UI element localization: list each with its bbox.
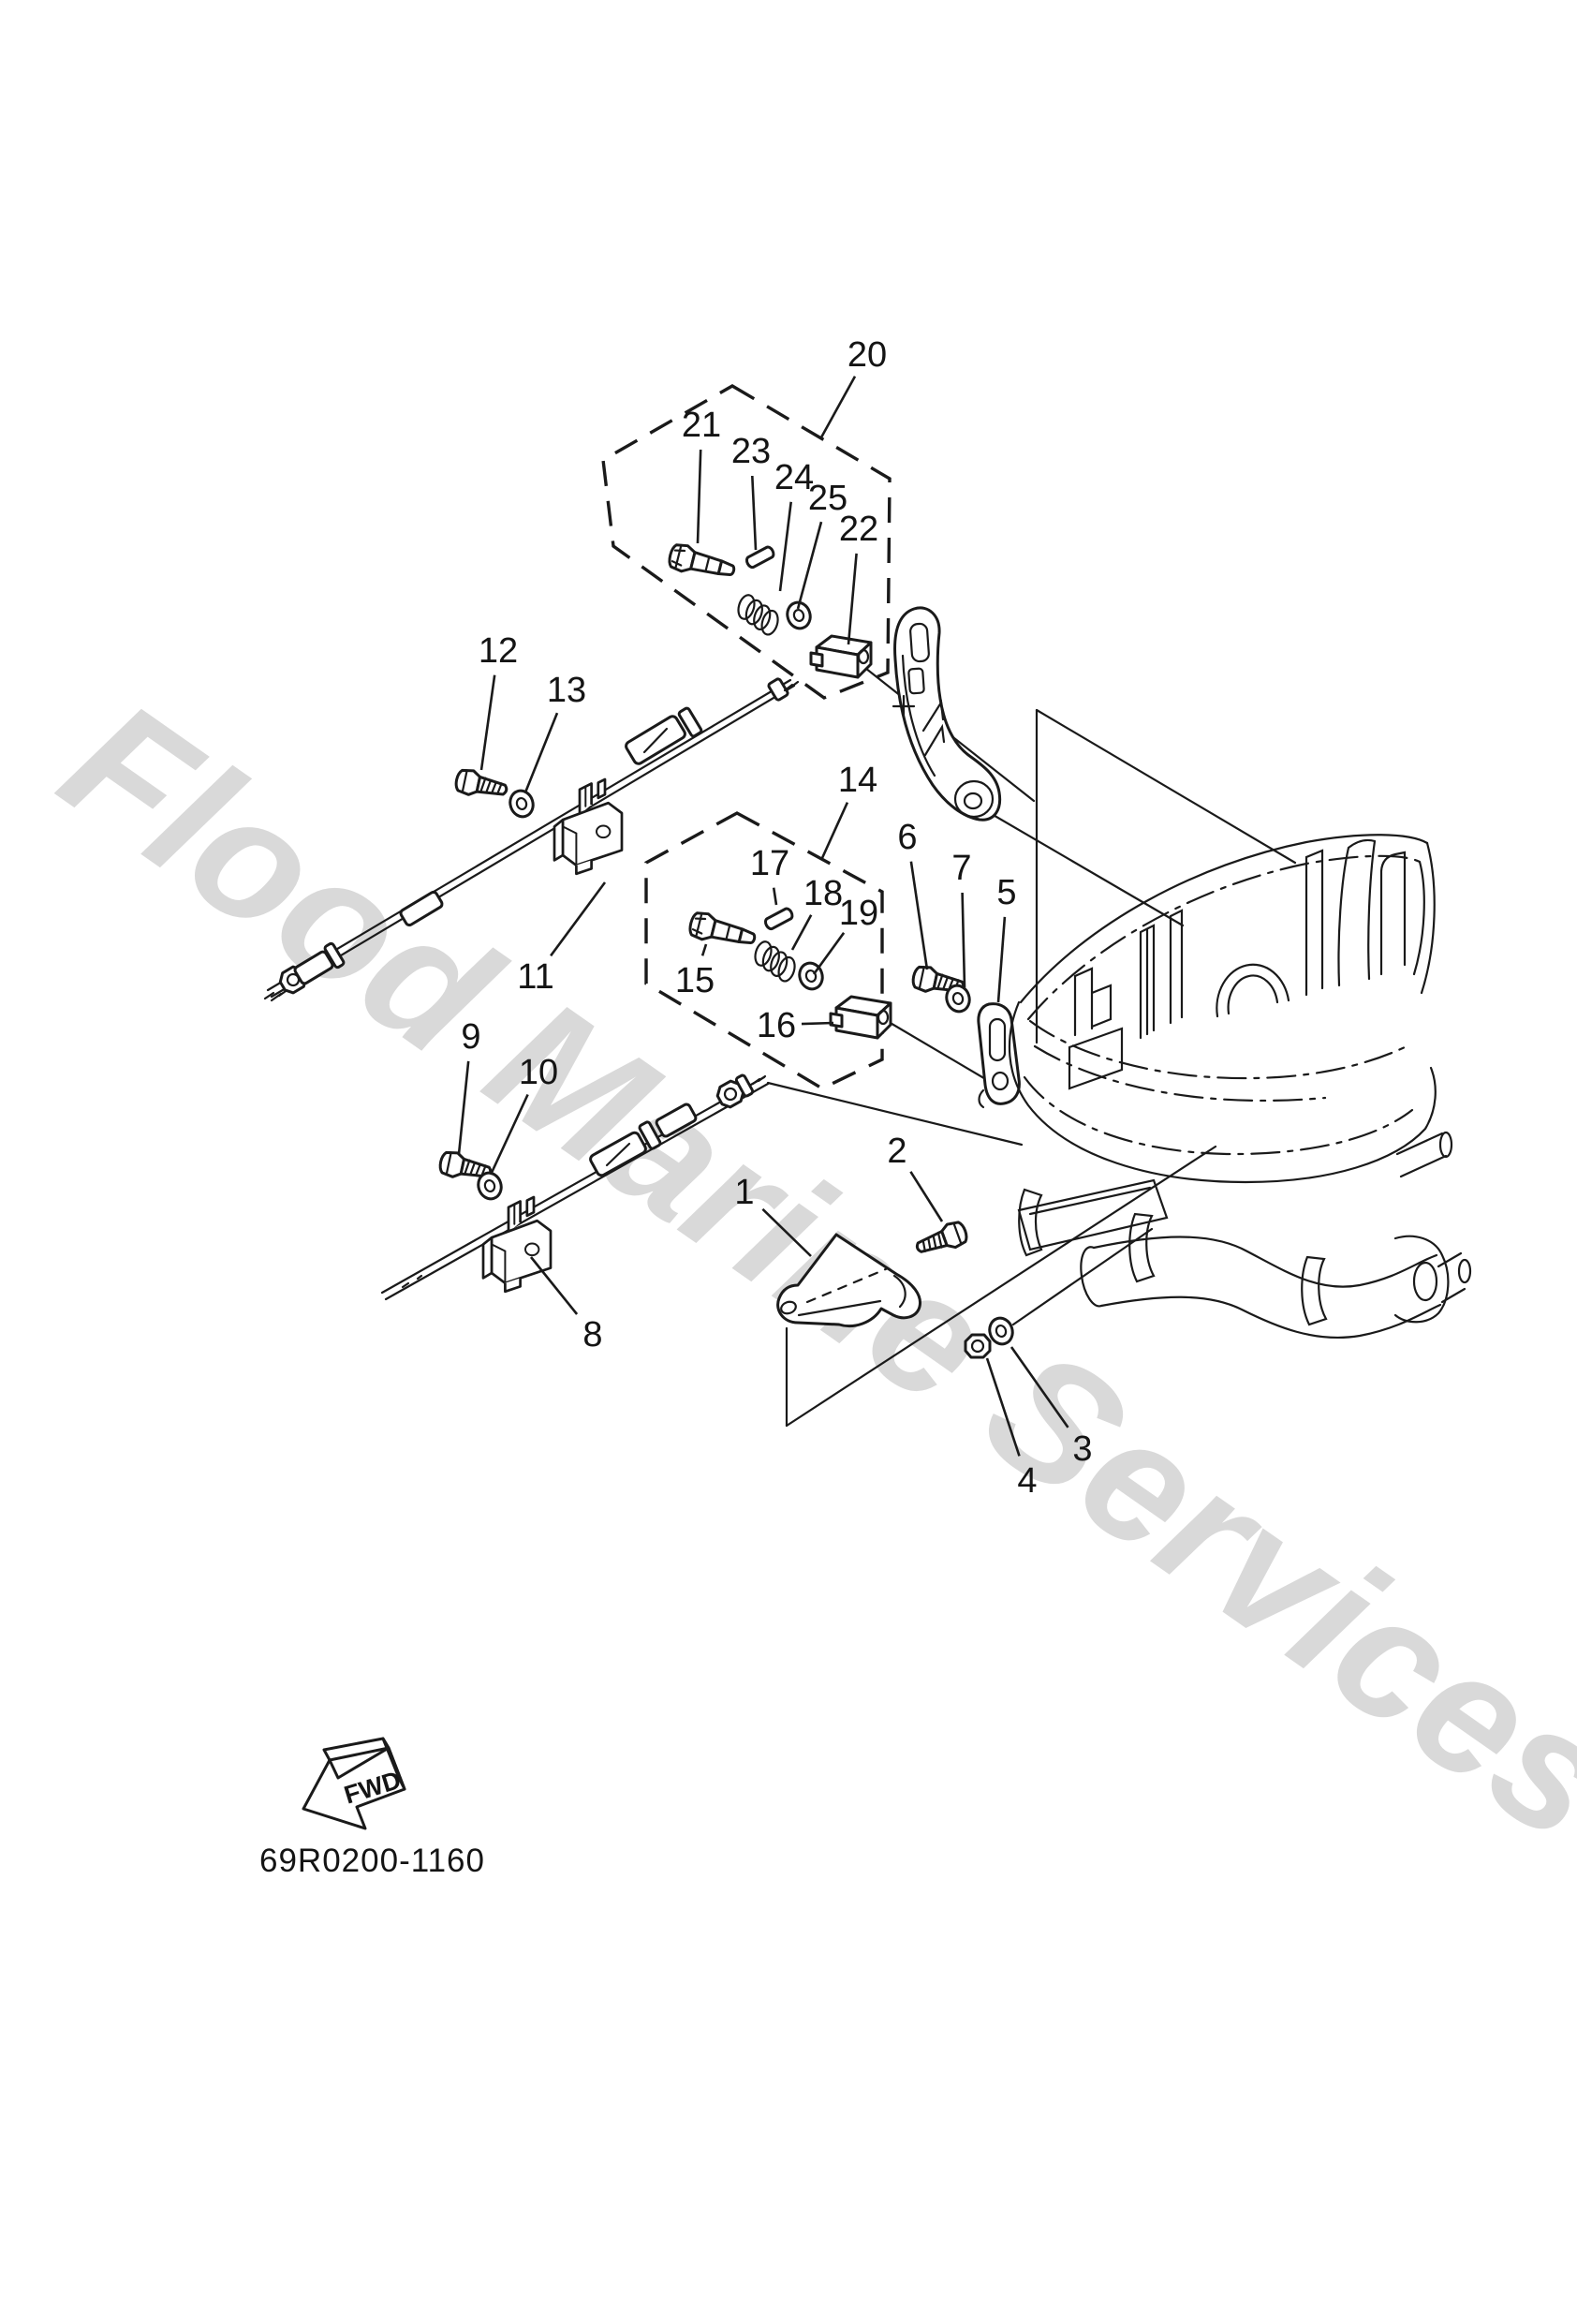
leader-line-11 bbox=[550, 881, 607, 957]
cable-end-22 bbox=[809, 634, 873, 679]
watermark-text: Flood Marine Services bbox=[30, 664, 1577, 1877]
bolt-15 bbox=[685, 909, 759, 954]
leader-line-4 bbox=[985, 1357, 1021, 1457]
fwd-arrow-icon: FWD bbox=[302, 1737, 406, 1830]
leader-line-23 bbox=[751, 475, 758, 551]
pin-17 bbox=[762, 905, 796, 932]
leader-line-24 bbox=[778, 501, 792, 592]
anchor-bracket-1 bbox=[776, 1233, 922, 1328]
leader-line-7 bbox=[961, 892, 966, 988]
leader-line-18 bbox=[790, 914, 813, 951]
callout-label-5[interactable]: 5 bbox=[996, 873, 1016, 912]
cable-end-16 bbox=[829, 995, 892, 1040]
leader-line-25 bbox=[796, 521, 823, 610]
leader-line-21 bbox=[696, 449, 702, 544]
leader-line-20 bbox=[819, 376, 857, 438]
throttle-arm bbox=[892, 606, 1002, 822]
leader-line-9 bbox=[457, 1060, 470, 1155]
leader-line-15 bbox=[700, 943, 708, 956]
callout-label-2[interactable]: 2 bbox=[887, 1132, 906, 1171]
leader-line-6 bbox=[909, 861, 929, 970]
exhaust-muffler bbox=[1017, 1131, 1472, 1340]
callout-label-25[interactable]: 25 bbox=[808, 479, 847, 518]
leader-line-22 bbox=[847, 553, 858, 645]
leader-line-16 bbox=[801, 1021, 834, 1026]
leader-line-1 bbox=[761, 1207, 812, 1257]
engine-cowling bbox=[1008, 834, 1437, 1184]
callout-label-22[interactable]: 22 bbox=[839, 510, 878, 549]
leader-line-17 bbox=[772, 887, 778, 906]
leader-line-5 bbox=[996, 916, 1007, 1003]
pin-23 bbox=[744, 543, 777, 570]
leader-line-13 bbox=[523, 712, 559, 793]
callout-layer: 1234567891011121314151617181920212223242… bbox=[457, 335, 1093, 1501]
throttle-cable-upper bbox=[263, 677, 800, 1002]
callout-label-19[interactable]: 19 bbox=[839, 894, 878, 933]
leader-line-14 bbox=[820, 802, 849, 859]
callout-label-11[interactable]: 11 bbox=[517, 957, 553, 997]
leader-line-12 bbox=[479, 674, 496, 771]
callout-label-17[interactable]: 17 bbox=[750, 844, 789, 883]
leader-line-8 bbox=[529, 1256, 579, 1315]
callout-label-6[interactable]: 6 bbox=[897, 818, 917, 857]
leader-line-19 bbox=[812, 932, 846, 975]
callout-label-9[interactable]: 9 bbox=[461, 1017, 480, 1057]
callout-label-15[interactable]: 15 bbox=[675, 961, 715, 1000]
leader-line-3 bbox=[1010, 1346, 1069, 1428]
callout-label-23[interactable]: 23 bbox=[731, 432, 771, 471]
spring-24 bbox=[729, 589, 788, 641]
callout-label-1[interactable]: 1 bbox=[734, 1173, 754, 1212]
callout-label-4[interactable]: 4 bbox=[1017, 1461, 1037, 1501]
callout-label-20[interactable]: 20 bbox=[847, 335, 887, 375]
callout-label-16[interactable]: 16 bbox=[757, 1006, 796, 1045]
callout-label-7[interactable]: 7 bbox=[951, 849, 971, 888]
leader-line-2 bbox=[909, 1171, 944, 1222]
nut-4 bbox=[964, 1333, 992, 1359]
leader-line-10 bbox=[489, 1093, 529, 1176]
washer-13 bbox=[505, 786, 538, 822]
throttle-cable-lower bbox=[380, 1073, 770, 1301]
bolt-21 bbox=[665, 540, 739, 585]
callout-label-18[interactable]: 18 bbox=[803, 874, 843, 913]
callout-label-8[interactable]: 8 bbox=[582, 1315, 602, 1354]
callout-label-10[interactable]: 10 bbox=[519, 1053, 558, 1092]
callout-label-13[interactable]: 13 bbox=[547, 671, 586, 710]
callout-label-14[interactable]: 14 bbox=[838, 761, 877, 800]
dashed-group-20 bbox=[601, 384, 892, 700]
dashed-group-14 bbox=[644, 811, 884, 1090]
callout-label-24[interactable]: 24 bbox=[774, 458, 814, 497]
link-lever-5 bbox=[977, 1002, 1021, 1109]
bolt-12 bbox=[452, 766, 510, 804]
callout-label-12[interactable]: 12 bbox=[479, 631, 518, 671]
callout-label-21[interactable]: 21 bbox=[682, 406, 721, 445]
callout-label-3[interactable]: 3 bbox=[1072, 1429, 1092, 1469]
drawing-code: 69R0200-1160 bbox=[259, 1843, 485, 1879]
